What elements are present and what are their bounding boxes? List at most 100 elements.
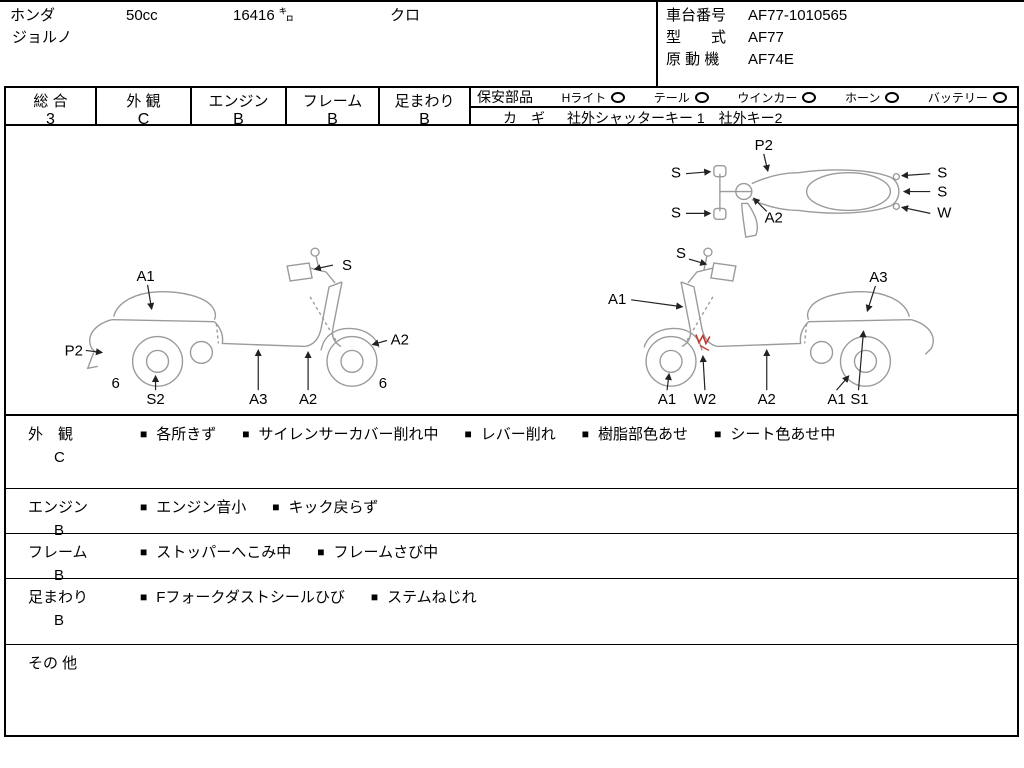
condition-note: ■エンジン音小 [140,499,247,516]
damage-code-label: S2 [146,391,164,408]
damage-code-label: A3 [249,391,267,408]
damage-code-label: S [676,245,686,262]
damage-code-label: A3 [869,269,887,286]
square-bullet-icon: ■ [272,500,280,514]
grade-value: C [137,111,150,128]
damage-code-label: A1 [658,391,676,408]
handlebar [687,267,714,284]
tread-depth-label: 6 [379,375,387,392]
front-wheel [326,335,378,387]
mirror [703,247,713,257]
damage-code-label: A1 [827,391,845,408]
grade-cell-exterior: 外 観 C [97,88,192,128]
rear-body [911,318,934,355]
circle-mark-icon [802,91,817,103]
top-view-diagram [713,165,901,239]
square-bullet-icon: ■ [242,427,250,441]
left-side-view-texts: A1 S P2 A2 6 S2 A3 A2 6 [65,257,409,408]
inspector-red-mark [699,344,710,352]
body-color: クロ [390,7,421,24]
condition-notes-section: 外 観 C ■各所きず ■サイレンサーカバー削れ中 ■レバー削れ ■樹脂部色あせ… [4,416,1019,737]
front-wheel-hub [340,349,364,373]
body-outline [798,169,900,214]
rear-wheel [131,335,184,387]
mirror [310,247,320,257]
condition-row-other: その 他 [4,645,1019,737]
section-label: その 他 [28,655,78,672]
left-side-view-diagram [86,247,380,387]
front-fender [643,327,703,351]
tread-depth-label: 6 [112,375,120,392]
engine-model-value: AF74E [748,51,794,68]
key-label: カ ギ [503,110,545,126]
safety-parts-title: 保安部品 [477,89,533,105]
grade-label: フレーム [302,93,363,110]
key-value: 社外シャッターキー 1 社外キー2 [567,110,783,126]
leg-shield-outer [331,281,343,348]
grade-cell-frame: フレーム B [287,88,380,128]
damage-diagram-box: A1 S P2 A2 6 S2 A3 A2 6 [4,126,1019,416]
safety-item-taillight: テール [654,89,709,106]
section-label: 外 観 [28,426,74,443]
engine-model-label: 原 動 機 [666,51,720,68]
front-carrier [710,262,737,282]
circle-mark-icon [992,91,1007,103]
leg-shield-inner [693,286,719,348]
model-type-label: 型 式 [666,29,727,46]
square-bullet-icon: ■ [140,500,148,514]
safety-item-headlight: Hライト [562,89,626,106]
square-bullet-icon: ■ [317,545,325,559]
header-divider-line [656,0,658,86]
damage-code-label: A1 [136,268,154,285]
condition-row-exterior: 外 観 C ■各所きず ■サイレンサーカバー削れ中 ■レバー削れ ■樹脂部色あせ… [4,416,1019,489]
grade-label: 足まわり [394,93,455,110]
rear-knob-bottom [892,202,901,211]
chassis-number-label: 車台番号 [666,7,727,24]
grade-value: B [419,111,430,128]
safety-parts-row: 保安部品 Hライト テール ウインカー ホーン バ [471,88,1017,108]
square-bullet-icon: ■ [581,427,590,441]
condition-row-engine: エンジン B ■エンジン音小 ■キック戻らず [4,489,1019,539]
inspector-red-mark [695,333,711,346]
condition-note: ■レバー削れ [464,426,556,443]
square-bullet-icon: ■ [140,590,148,604]
model-type-value: AF77 [748,29,784,46]
engine-cover [189,340,214,365]
top-border-line [0,0,1024,2]
front-wheel [645,335,697,387]
seat-top [805,171,892,212]
seat-outline [113,291,217,320]
rear-wheel-hub [145,349,170,373]
section-grade: B [54,522,65,539]
grade-cell-undercarriage: 足まわり B [380,88,471,128]
section-label: 足まわり [28,589,89,606]
condition-note: ■キック戻らず [272,499,379,516]
scooter-diagrams: A1 S P2 A2 6 S2 A3 A2 6 [65,137,953,408]
condition-note: ■各所きず [140,426,217,443]
body-edge-top [751,171,799,185]
grade-value: 3 [46,111,55,128]
left-grip [713,165,727,178]
square-bullet-icon: ■ [140,545,148,559]
damage-code-label: S [937,165,947,182]
section-grade: C [54,449,65,466]
square-bullet-icon: ■ [370,590,379,604]
rear-mudflap [86,352,98,370]
engine-cover [809,340,834,365]
damage-code-label: A2 [758,391,776,408]
handle-base [680,281,695,288]
condition-row-frame: フレーム B ■ストッパーへこみ中 ■フレームさび中 [4,534,1019,584]
damage-code-label: A2 [299,391,317,408]
condition-note: ■フレームさび中 [317,544,439,561]
damage-code-label: S [671,165,681,182]
damage-code-label: A2 [391,332,409,349]
leg-shield-inner [304,286,330,348]
seat-base-line [808,318,912,323]
condition-note: ■ストッパーへこみ中 [140,544,292,561]
grade-cell-overall: 総 合 3 [6,88,97,128]
chassis-number-value: AF77-1010565 [748,7,848,24]
section-grade: B [54,567,65,584]
damage-code-label: S [342,257,352,274]
mileage: 16416 ㌔ [233,7,294,24]
square-bullet-icon: ■ [464,427,472,441]
